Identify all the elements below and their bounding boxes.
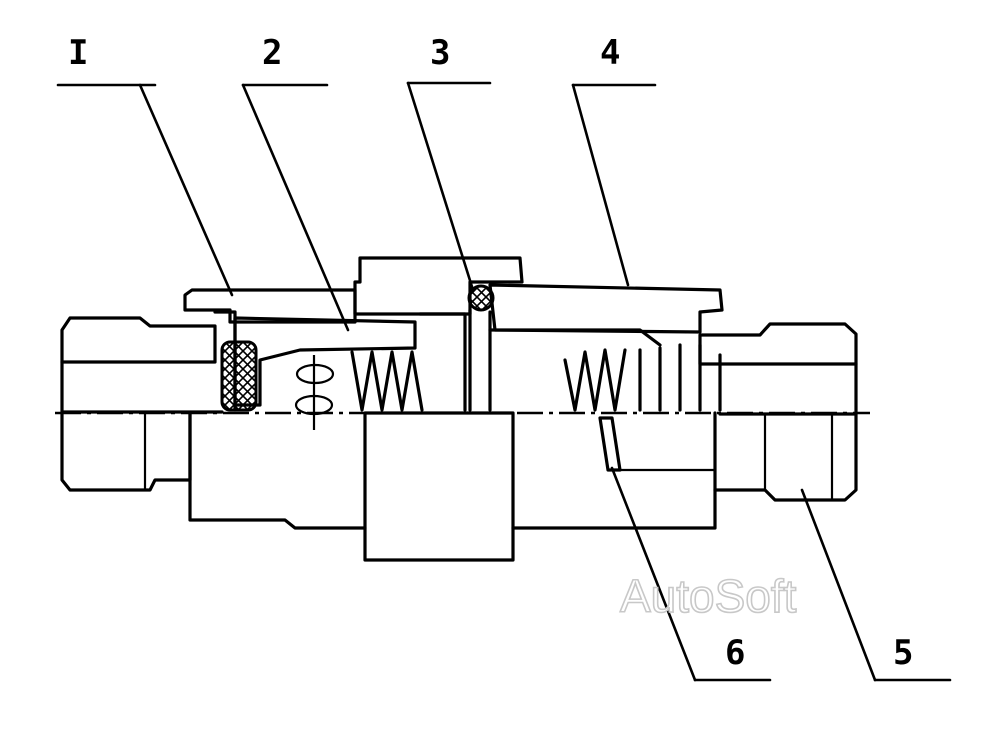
callout-2-label: 2	[262, 33, 282, 73]
inner-sleeve	[233, 316, 417, 407]
ball-detent	[467, 284, 495, 312]
left-body-shell	[183, 288, 357, 324]
right-body-shell	[488, 283, 724, 334]
union-nut-hex	[363, 411, 515, 562]
right-hex-nipple	[713, 412, 858, 502]
exterior-lower-half	[60, 411, 858, 562]
sectioned-upper-half	[60, 256, 858, 430]
leader-lines	[56, 81, 952, 682]
left-nipple-shell	[60, 316, 217, 364]
callout-4-label: 4	[600, 33, 620, 73]
seal-ring	[220, 340, 258, 412]
callout-6-label: 6	[725, 633, 745, 673]
callout-1-label: I	[68, 33, 88, 73]
right-nipple-shell	[698, 322, 858, 366]
left-spring	[350, 350, 424, 412]
left-body	[188, 411, 367, 530]
inner-liner	[213, 310, 662, 412]
left-hex-nipple	[60, 411, 192, 492]
callout-3-label: 3	[430, 33, 450, 73]
latch-tab	[598, 416, 622, 472]
upper-outlines	[60, 360, 858, 416]
right-body	[511, 411, 717, 530]
callout-labels: I 2 3 4 5 6	[68, 33, 913, 673]
watermark: AutoSoft	[620, 570, 797, 622]
right-spring	[563, 348, 627, 412]
callout-5-label: 5	[893, 633, 913, 673]
right-inner-rings	[638, 343, 722, 412]
